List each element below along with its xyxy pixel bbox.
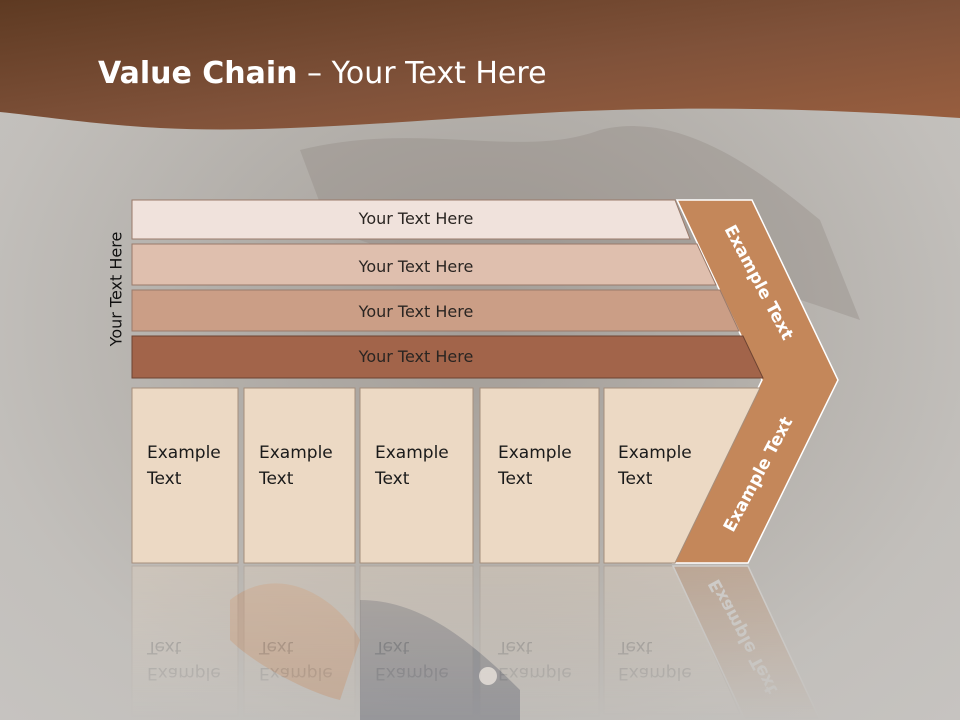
cell-1-label: Example Text xyxy=(147,443,221,489)
header-band xyxy=(0,0,960,130)
bar-3-label: Your Text Here xyxy=(358,302,474,321)
bar-4-label: Your Text Here xyxy=(358,347,474,366)
title-bold: Value Chain xyxy=(98,56,298,91)
cell-4-label: Example Text xyxy=(498,443,572,489)
cell-2 xyxy=(243,387,356,564)
cell-1 xyxy=(131,387,239,564)
cell-5 xyxy=(603,387,761,564)
reflection-cell-2: Example Text xyxy=(259,637,333,683)
chevron-arrow xyxy=(671,199,839,564)
bar-4: Your Text Here xyxy=(131,335,764,379)
slide-title: Value Chain – Your Text Here xyxy=(98,52,547,96)
bar-1-label: Your Text Here xyxy=(358,209,474,228)
reflection-cell-5: Example Text xyxy=(618,637,692,683)
bar-1: Your Text Here xyxy=(131,199,691,240)
title-rest: – Your Text Here xyxy=(297,56,547,91)
reflection-cell-3: Example Text xyxy=(375,637,449,683)
bar-2-label: Your Text Here xyxy=(358,257,474,276)
reflection-cell-1: Example Text xyxy=(147,637,221,683)
cell-2-label: Example Text xyxy=(259,443,333,489)
diagram-reflection: Example Text Example Text Example Text E… xyxy=(0,564,960,720)
bar-3: Your Text Here xyxy=(131,289,740,332)
cell-5-label: Example Text xyxy=(618,443,692,489)
bar-2: Your Text Here xyxy=(131,243,717,286)
cell-3-label: Example Text xyxy=(375,443,449,489)
cell-4 xyxy=(479,387,600,564)
cell-3 xyxy=(359,387,474,564)
reflection-cell-4: Example Text xyxy=(498,637,572,683)
